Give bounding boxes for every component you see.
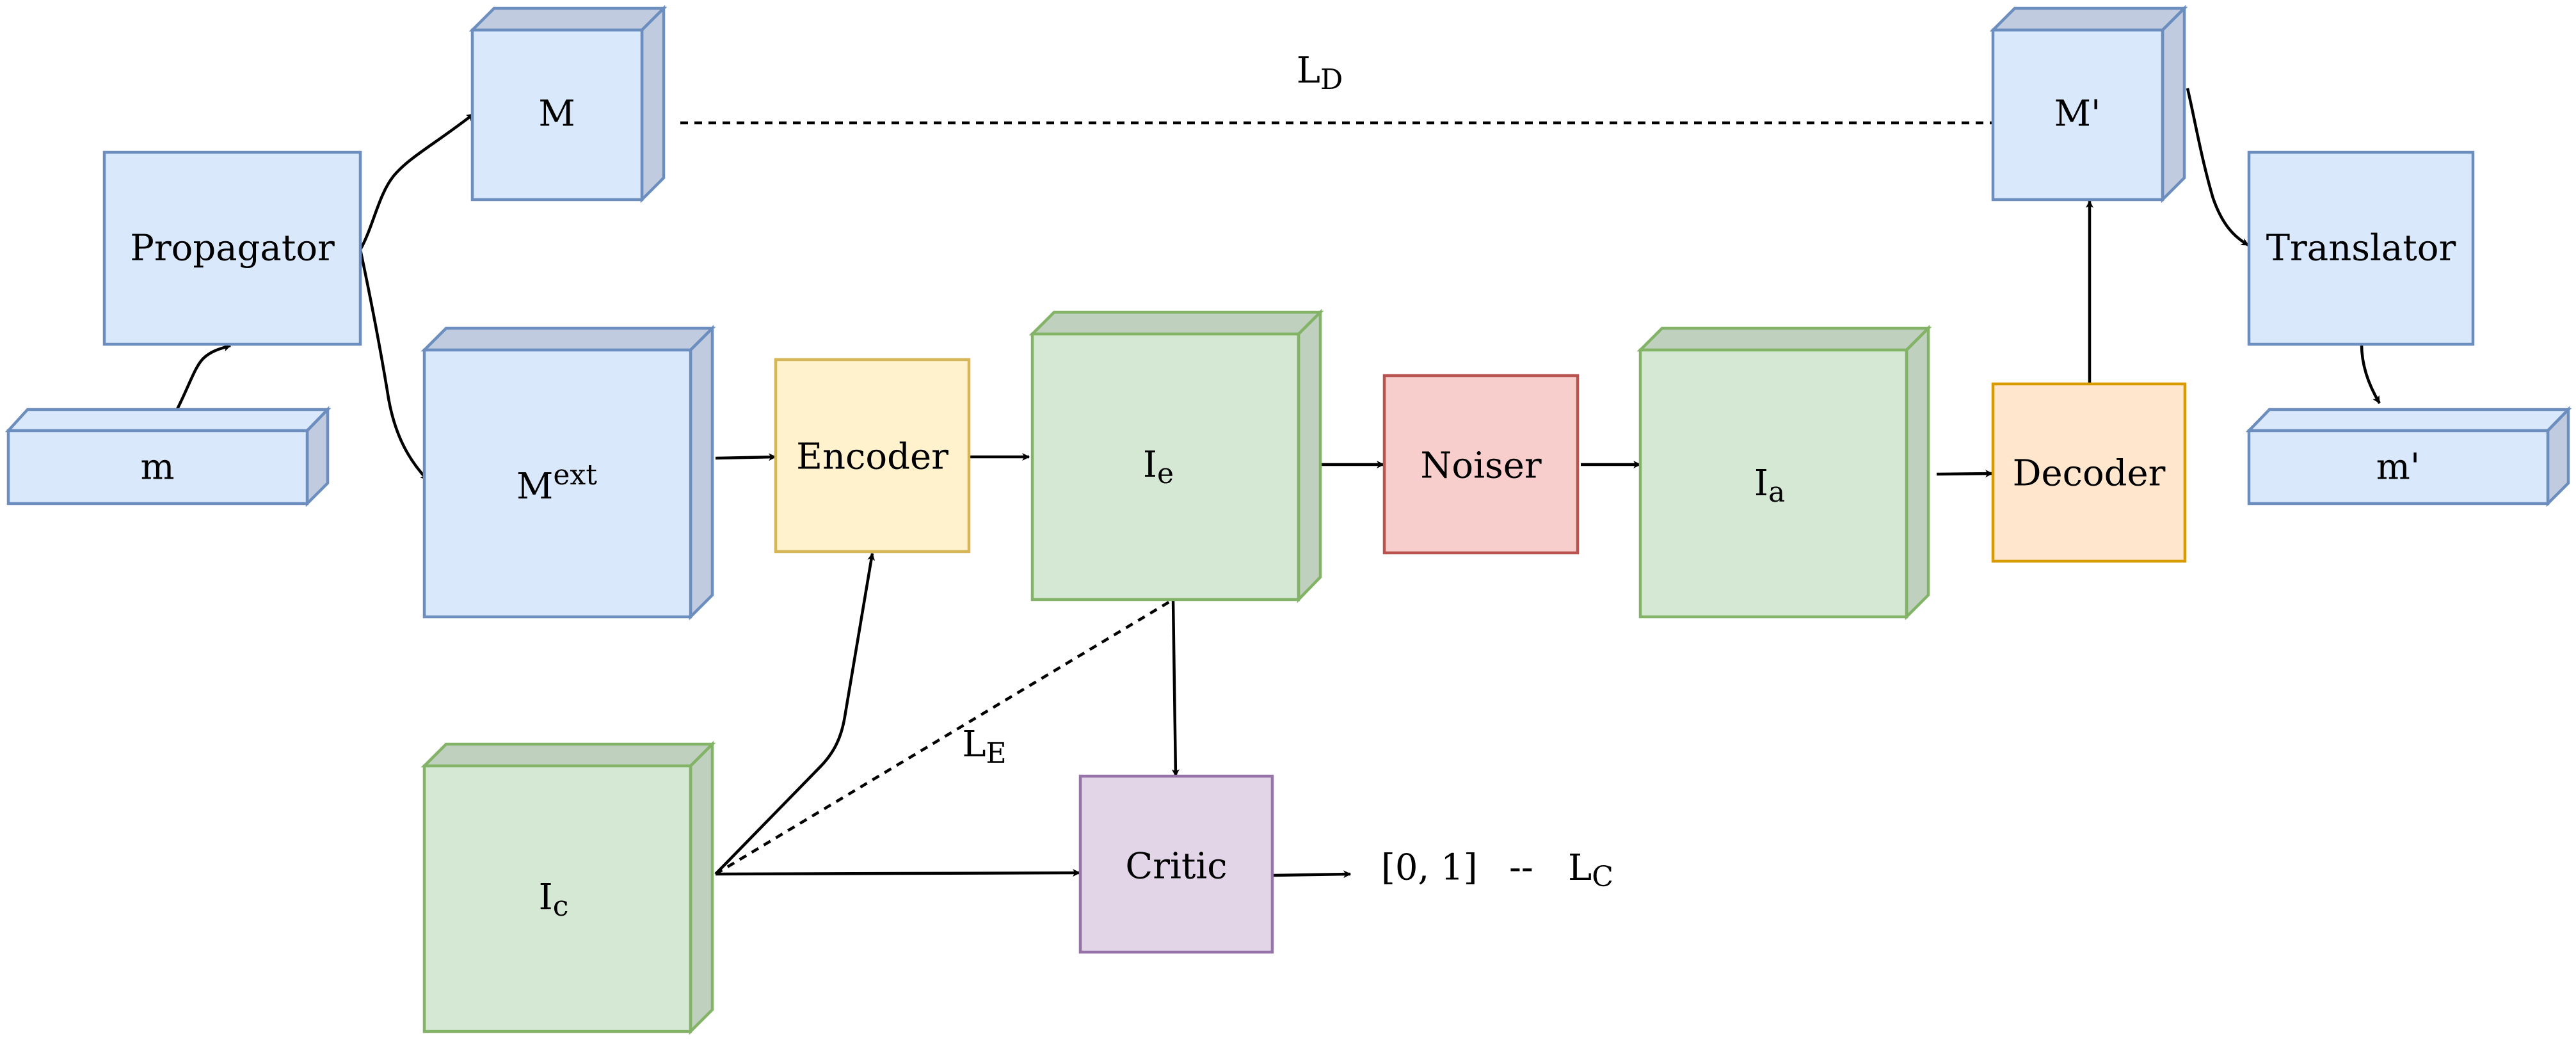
- node-Mprime-front: [1991, 28, 2164, 202]
- node-m-label: m: [140, 447, 174, 488]
- node-Mext-label: Mext: [516, 459, 597, 507]
- node-Ie-front: [1030, 332, 1300, 601]
- loss-lc-label: LC: [1568, 847, 1613, 893]
- loss-lc-label-base: L: [1568, 847, 1592, 889]
- loss-ld-label-base: L: [1297, 50, 1320, 92]
- node-Ie-label-sub: e: [1157, 458, 1174, 490]
- node-Mext-top: [420, 326, 716, 352]
- loss-le-label-base: L: [962, 724, 986, 765]
- edge-m-to-propagator: [175, 344, 232, 413]
- node-M: M: [468, 4, 668, 203]
- edge-ie-to-critic: [1171, 599, 1180, 777]
- loss-le-label-sub: E: [986, 737, 1007, 770]
- node-Mext: Mext: [420, 324, 716, 621]
- node-M-top: [468, 6, 668, 32]
- label-layer: LD LE [0, 1] -- LC: [962, 50, 1613, 893]
- node-propagator-box: [102, 150, 362, 346]
- node-critic-label: Critic: [1125, 846, 1227, 888]
- node-noiser-box: [1382, 374, 1580, 555]
- edge-mprime-to-translator: [2186, 88, 2250, 246]
- node-Ia-top: [1636, 326, 1932, 352]
- node-encoder: Encoder: [774, 358, 971, 553]
- edge-translator-to-mprime-lower: [2360, 344, 2381, 404]
- loss-le-label: LE: [962, 724, 1006, 770]
- loss-ld-label-sub: D: [1320, 63, 1343, 96]
- node-Ic-side: [689, 740, 714, 1035]
- node-layer: m Propagator M Mext Encoder: [4, 4, 2572, 1035]
- critic-output-range: [0, 1]: [1381, 847, 1478, 889]
- node-Ie-side: [1297, 308, 1322, 603]
- edge-propagator-to-m: [359, 113, 475, 251]
- node-mprime-lower-front: [2247, 429, 2550, 506]
- node-Mprime-top: [1989, 6, 2188, 32]
- edge-propagator-to-mext: [358, 249, 429, 481]
- loss-le-line: [714, 598, 1174, 875]
- node-Ia-label-sub: a: [1768, 476, 1785, 509]
- node-Ia: Ia: [1636, 324, 1932, 621]
- edge-critic-to-output: [1273, 870, 1352, 879]
- node-Ic-label-sub: c: [553, 890, 569, 923]
- node-Ic-top: [420, 742, 716, 768]
- node-Ic-label-base: I: [539, 877, 553, 918]
- node-Mprime-side: [2161, 4, 2186, 203]
- node-M-front: [470, 28, 644, 202]
- node-Ic: Ic: [420, 740, 716, 1035]
- node-critic: Critic: [1078, 774, 1274, 954]
- node-translator-label: Translator: [2266, 228, 2456, 269]
- loss-ld-label: LD: [1297, 50, 1343, 96]
- loss-lc-label-sub: C: [1592, 861, 1613, 893]
- node-Ie-top: [1028, 310, 1324, 336]
- critic-output-link: --: [1509, 847, 1533, 889]
- node-m-front: [6, 429, 309, 506]
- node-decoder: Decoder: [1991, 382, 2187, 563]
- node-noiser-label: Noiser: [1420, 445, 1542, 487]
- node-decoder-box: [1991, 382, 2187, 563]
- node-translator-box: [2247, 150, 2475, 346]
- node-Ie: Ie: [1028, 308, 1324, 603]
- node-Mext-label-base: M: [516, 466, 553, 507]
- node-Ia-label: Ia: [1754, 463, 1785, 509]
- node-Ia-front: [1638, 348, 1908, 619]
- node-Ia-side: [1905, 324, 1930, 621]
- node-propagator-label: Propagator: [130, 228, 335, 269]
- node-Mext-label-sup: ext: [553, 459, 597, 491]
- node-critic-box: [1078, 774, 1274, 954]
- node-m: m: [4, 406, 332, 507]
- node-m-top: [4, 408, 332, 433]
- node-decoder-label: Decoder: [2013, 453, 2166, 495]
- edge-ic-to-critic: [715, 869, 1081, 877]
- node-Ie-label: Ie: [1143, 444, 1174, 490]
- node-encoder-box: [774, 358, 971, 553]
- edge-layer: [175, 88, 2381, 879]
- node-Mprime-label: M': [2054, 93, 2101, 135]
- node-noiser: Noiser: [1382, 374, 1580, 555]
- node-Mext-side: [689, 324, 714, 621]
- node-translator: Translator: [2247, 150, 2475, 346]
- node-Mprime: M': [1989, 4, 2188, 203]
- node-propagator: Propagator: [102, 150, 362, 346]
- edge-ic-to-encoder: [714, 552, 876, 875]
- edge-mext-to-encoder: [715, 453, 777, 461]
- node-Mext-front: [422, 348, 692, 619]
- node-Ia-label-base: I: [1754, 463, 1768, 504]
- node-mprime-lower-label: m': [2376, 447, 2420, 488]
- node-Ic-front: [422, 764, 692, 1033]
- node-M-side: [640, 4, 666, 203]
- node-mprime-lower-top: [2245, 408, 2572, 433]
- node-Ic-label: Ic: [539, 877, 569, 923]
- node-mprime-lower: m': [2245, 406, 2572, 507]
- node-encoder-label: Encoder: [796, 436, 948, 478]
- node-M-label: M: [538, 93, 575, 135]
- node-Ie-label-base: I: [1143, 444, 1157, 486]
